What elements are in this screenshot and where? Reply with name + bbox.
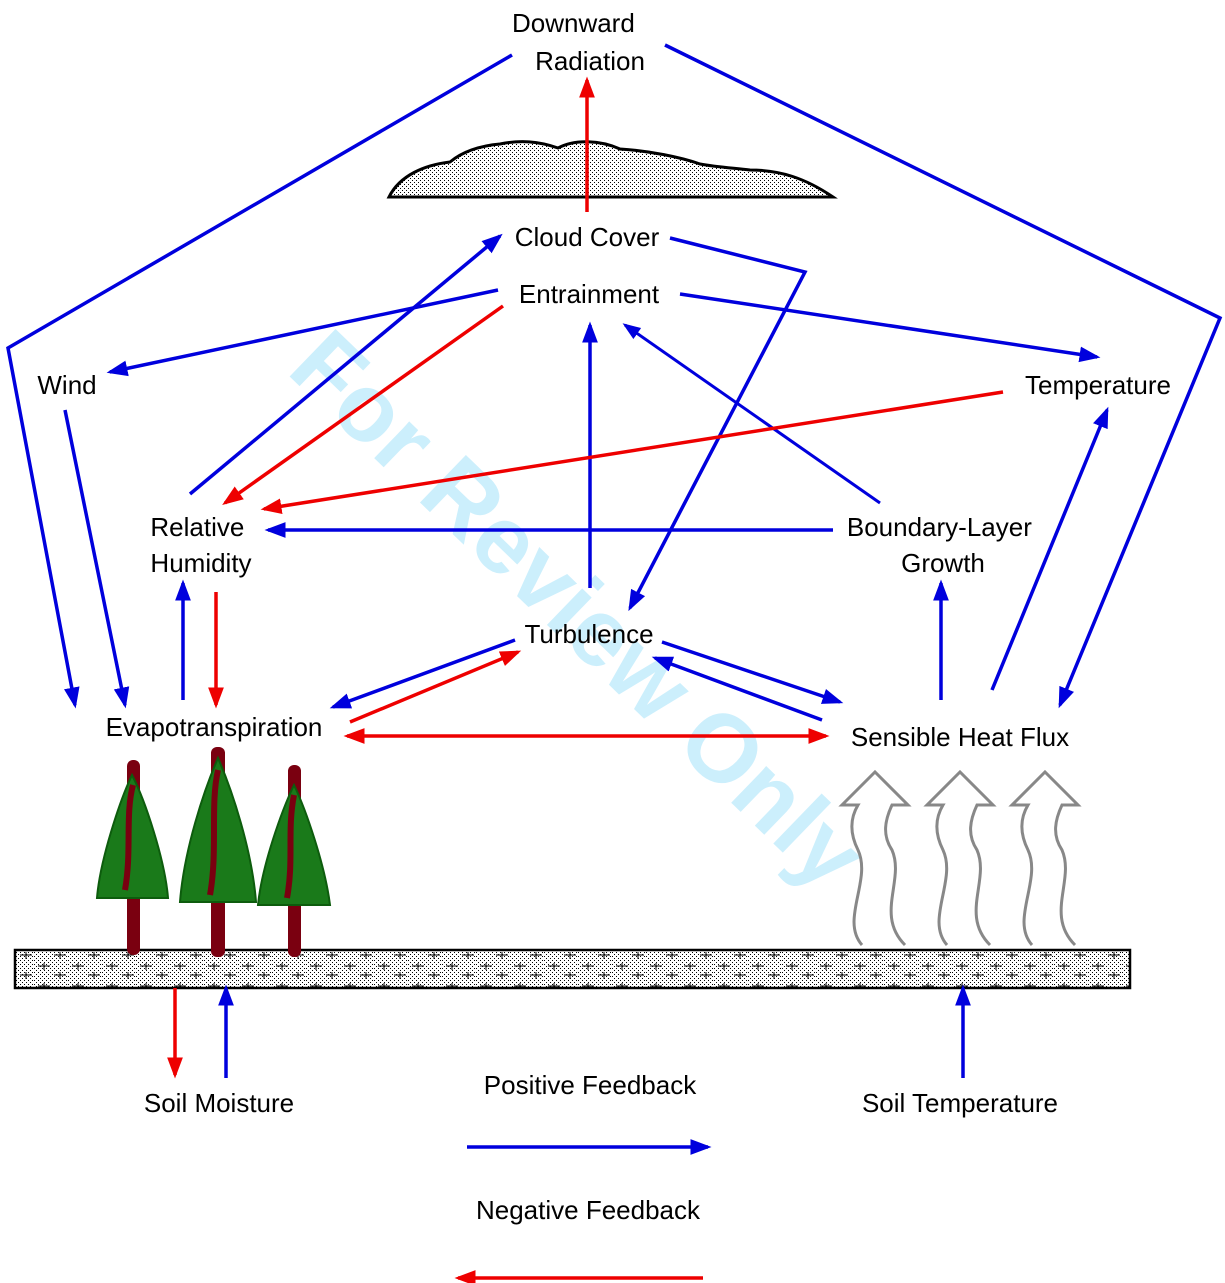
legend: Positive Feedback Negative Feedback xyxy=(454,1070,712,1283)
node-temperature: Temperature xyxy=(1025,370,1171,400)
edge-wind-to-evapotranspiration xyxy=(63,409,130,709)
node-evapotranspiration: Evapotranspiration xyxy=(106,712,323,742)
watermark-text: For Review Only xyxy=(270,310,885,909)
tree-icon xyxy=(256,765,332,957)
heat-flux-arrow-icon xyxy=(923,769,997,947)
edge-sensible-heat-to-turbulence xyxy=(651,656,823,722)
edge-bl-growth-to-entrainment xyxy=(622,323,881,505)
edge-sensible-heat-to-temperature xyxy=(990,406,1109,691)
edge-entrainment-to-humidity xyxy=(222,304,505,506)
tree-icon xyxy=(95,760,170,955)
edge-turbulence-to-sensible-heat xyxy=(661,640,844,704)
node-soil-moisture: Soil Moisture xyxy=(144,1088,294,1118)
edge-turbulence-to-evapotranspiration xyxy=(329,638,516,709)
cloud-icon xyxy=(386,140,838,199)
edge-radiation-to-sensible-heat xyxy=(664,43,1223,709)
node-cloud-cover: Cloud Cover xyxy=(515,222,660,252)
edge-temperature-to-humidity xyxy=(260,390,1004,515)
edge-humidity-to-cloud xyxy=(188,233,503,496)
edge-evapotranspiration-to-turbulence xyxy=(349,650,522,724)
node-boundary-layer-growth: Boundary-Layer Growth xyxy=(847,512,1039,578)
node-entrainment: Entrainment xyxy=(519,279,660,309)
heat-flux-arrow-icon xyxy=(838,769,912,947)
edge-entrainment-to-wind xyxy=(106,288,499,377)
node-wind: Wind xyxy=(37,370,96,400)
node-sensible-heat-flux: Sensible Heat Flux xyxy=(851,722,1069,752)
node-turbulence: Turbulence xyxy=(524,619,653,649)
node-downward-radiation: Downward Radiation xyxy=(512,8,645,76)
soil-layer xyxy=(13,948,1132,990)
edge-entrainment-to-temperature xyxy=(679,292,1101,363)
node-relative-humidity: Relative Humidity xyxy=(150,512,251,578)
edge-radiation-to-evapotranspiration xyxy=(6,53,513,709)
node-soil-temperature: Soil Temperature xyxy=(862,1088,1058,1118)
legend-negative-label: Negative Feedback xyxy=(476,1195,701,1225)
tree-icon xyxy=(178,747,258,957)
heat-flux-arrow-icon xyxy=(1008,769,1082,947)
edge-cloud-to-turbulence xyxy=(628,236,808,612)
legend-positive-label: Positive Feedback xyxy=(484,1070,697,1100)
